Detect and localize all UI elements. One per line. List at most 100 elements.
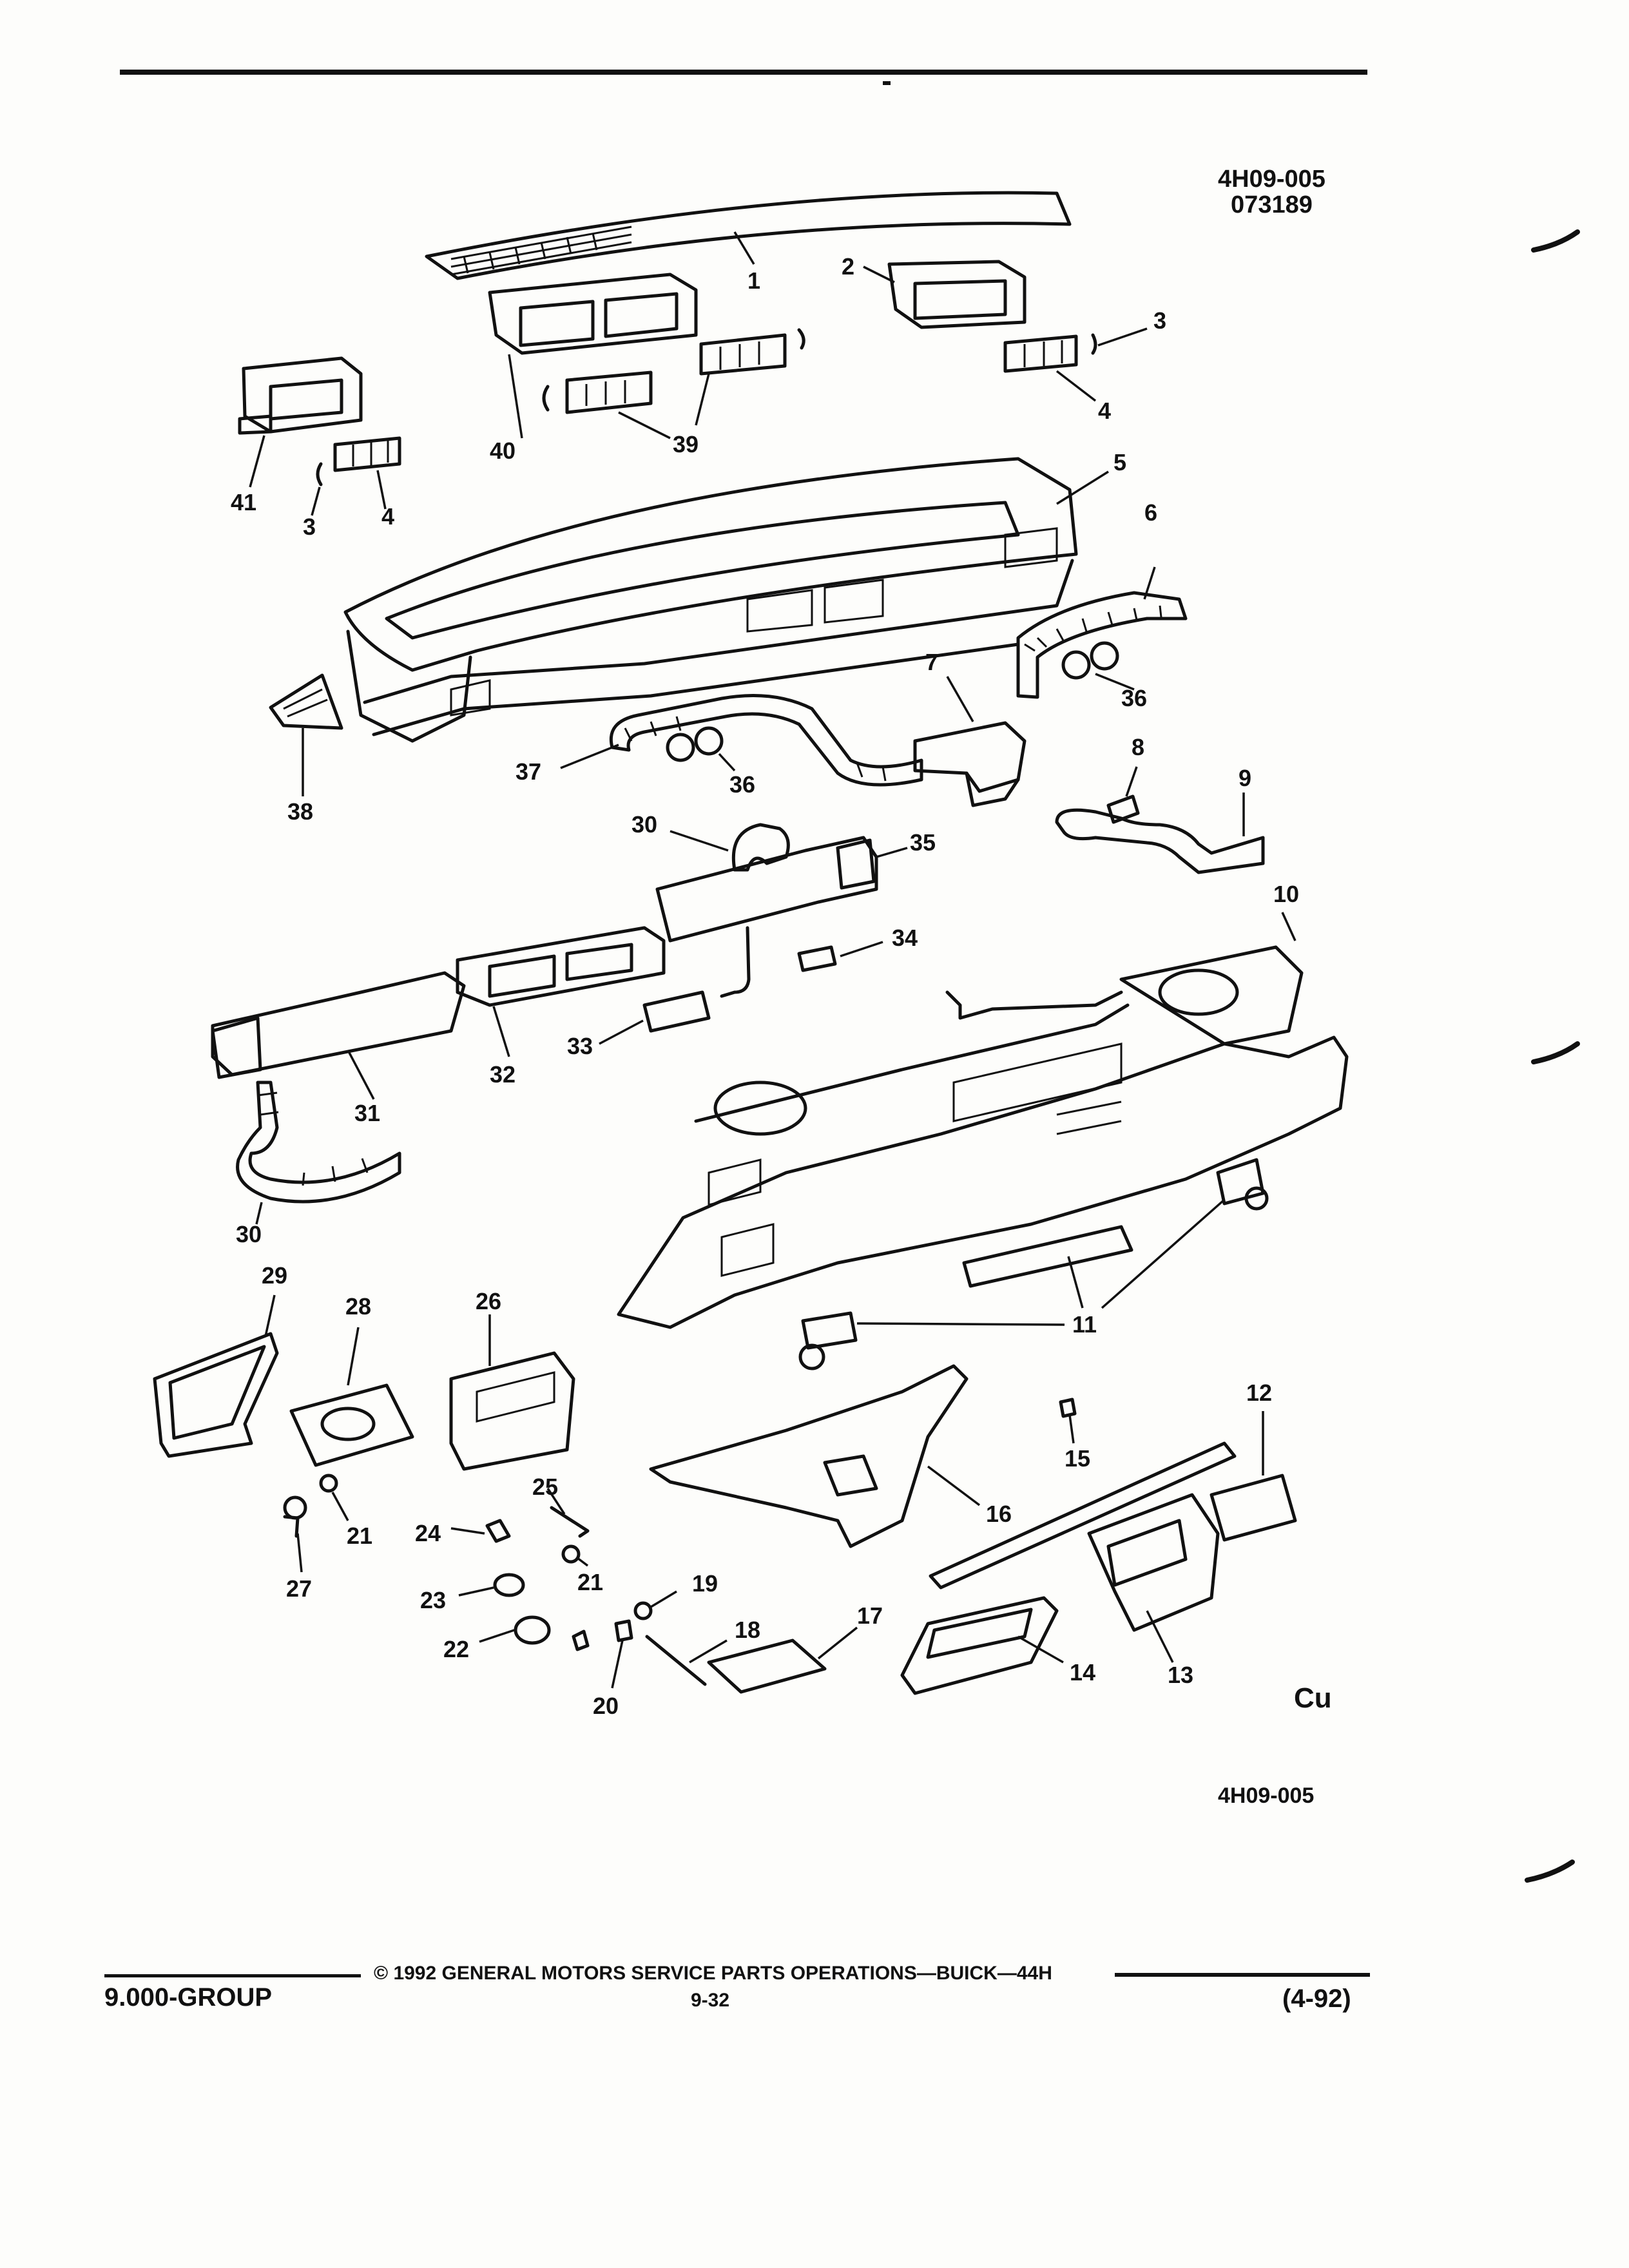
part-22-actuator [479, 1615, 590, 1651]
binder-mark-3 [1525, 1860, 1575, 1883]
callout-3-left: 3 [303, 514, 316, 540]
callout-5: 5 [1113, 449, 1126, 476]
callout-18: 18 [735, 1617, 760, 1643]
part-39-center-vents [542, 328, 805, 439]
part-38-corner-vent [269, 673, 343, 796]
callout-13: 13 [1168, 1662, 1193, 1688]
callout-23: 23 [420, 1587, 446, 1613]
callout-30-upper: 30 [631, 811, 657, 838]
callout-30-lower: 30 [236, 1221, 262, 1247]
part-18-rod [645, 1635, 728, 1686]
part-6-vent-hose [1016, 566, 1188, 699]
callout-26: 26 [476, 1288, 501, 1314]
part-1-defroster-grille [425, 191, 1072, 280]
part-31-left-duct [211, 971, 466, 1100]
part-36-clamps-right [1061, 641, 1135, 691]
callout-41: 41 [231, 489, 256, 515]
footer-rule-right [1115, 1973, 1370, 1977]
callout-29: 29 [262, 1262, 287, 1289]
part-16-lower-trim [649, 1364, 981, 1548]
footer-revision-date: (4-92) [1282, 1984, 1351, 2013]
callout-4-left: 4 [381, 503, 394, 530]
part-35-center-duct [655, 836, 908, 943]
part-34-seal [797, 941, 883, 972]
callout-36-right: 36 [1121, 685, 1147, 711]
footer-page-number: 9-32 [691, 1990, 730, 2011]
corner-mark-logo: Cu [1294, 1682, 1332, 1714]
part-24-screw [450, 1519, 511, 1543]
part-8-connector [1106, 766, 1140, 824]
part-17-panel [707, 1626, 858, 1694]
part-21-nut-left [319, 1474, 349, 1521]
footer-group-label: 9.000-GROUP [104, 1983, 273, 2012]
callout-3-right: 3 [1153, 307, 1166, 334]
callout-35: 35 [910, 829, 936, 856]
callout-labels: 1 2 3 4 41 3 4 40 39 5 6 7 36 37 36 38 8… [231, 253, 1299, 1719]
part-2-outer-air-duct [863, 260, 1027, 329]
part-30-hose-upper [670, 823, 790, 998]
part-11-seals [798, 1158, 1269, 1370]
part-28-bezel [289, 1327, 414, 1467]
part-7-bracket [913, 676, 1027, 807]
part-10-instrument-panel-carrier [617, 912, 1349, 1329]
callout-21-left: 21 [347, 1523, 372, 1549]
binder-mark-2 [1531, 1041, 1580, 1064]
part-23-actuator [458, 1573, 525, 1597]
part-37-vent-hose [560, 694, 923, 787]
part-5-instrument-panel-pad [343, 457, 1109, 743]
part-41-outer-air-duct [238, 356, 363, 488]
callout-12: 12 [1246, 1379, 1272, 1406]
callout-21-right: 21 [577, 1569, 603, 1595]
part-19-nut [633, 1590, 677, 1620]
figure-id-code: 4H09-005 [1218, 166, 1325, 193]
part-26-control-head [449, 1314, 575, 1471]
callout-25: 25 [532, 1474, 558, 1500]
callout-4-right: 4 [1098, 398, 1111, 424]
part-12-seal [1210, 1411, 1297, 1542]
callout-20: 20 [593, 1693, 619, 1719]
callout-36-left: 36 [729, 771, 755, 798]
part-21-nut-right [561, 1544, 589, 1567]
part-13-glove-box-bracket [929, 1441, 1237, 1663]
part-14-glove-box-bin [900, 1596, 1064, 1695]
callout-19: 19 [692, 1570, 718, 1597]
part-30-hose-lower [236, 1081, 401, 1225]
part-40-center-duct [488, 273, 698, 439]
callout-39: 39 [673, 431, 699, 457]
callout-34: 34 [892, 925, 918, 951]
callout-2: 2 [842, 253, 854, 280]
footer-copyright: © 1992 GENERAL MOTORS SERVICE PARTS OPER… [374, 1963, 1052, 1984]
part-20-screw [611, 1619, 633, 1689]
part-29-seal [153, 1294, 279, 1458]
part-9-harness [1055, 793, 1265, 874]
top-rule [120, 70, 1367, 75]
callout-9: 9 [1239, 765, 1251, 791]
callout-10: 10 [1273, 881, 1299, 907]
binder-mark-1 [1531, 229, 1580, 253]
callout-37: 37 [516, 758, 541, 785]
part-25-rod [546, 1488, 590, 1538]
callout-28: 28 [345, 1293, 371, 1320]
part-33-register [599, 990, 711, 1045]
footer-rule-left [104, 1974, 361, 1977]
figure-id-date: 073189 [1231, 191, 1313, 218]
part-3-retainer-left [311, 462, 323, 516]
callout-31: 31 [354, 1100, 380, 1126]
part-4-side-vent-left [333, 436, 401, 510]
callout-15: 15 [1065, 1445, 1090, 1472]
part-32-center-register-duct [456, 926, 666, 1057]
figure-id-bottom: 4H09-005 [1218, 1783, 1315, 1808]
part-36-clamps-left [666, 726, 736, 772]
callout-32: 32 [490, 1061, 516, 1088]
callout-27: 27 [286, 1575, 312, 1602]
callout-40: 40 [490, 437, 516, 464]
callout-6: 6 [1144, 499, 1157, 526]
callout-38: 38 [287, 798, 313, 825]
part-15-clip [1059, 1398, 1077, 1444]
figure-id-top: 4H09-005 073189 [1218, 166, 1325, 218]
callout-16: 16 [986, 1501, 1012, 1527]
top-rule-tick [883, 81, 891, 85]
callout-22: 22 [443, 1636, 469, 1662]
